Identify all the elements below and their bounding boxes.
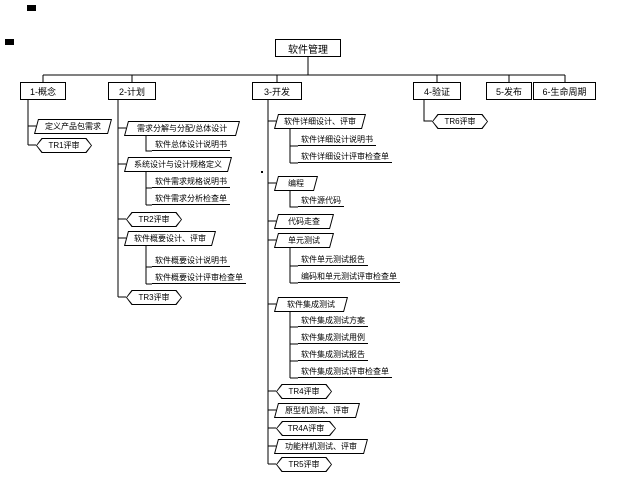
activity-system-design-spec-definition: 系统设计与设计规格定义: [123, 157, 233, 172]
doc-detailed-design-spec: 软件详细设计说明书: [298, 135, 376, 146]
doc-unit-test-report: 软件单元测试报告: [298, 255, 368, 266]
phase-plan: 2-计划: [108, 82, 156, 100]
doc-integration-test-checklist: 软件集成测试评审检查单: [298, 367, 392, 378]
review-tr4: TR4评审: [276, 384, 332, 399]
doc-preliminary-design-spec: 软件概要设计说明书: [152, 256, 230, 267]
doc-preliminary-design-checklist: 软件概要设计评审检查单: [152, 273, 246, 284]
plan-branch-connectors: [117, 100, 152, 298]
doc-detailed-design-checklist: 软件详细设计评审检查单: [298, 152, 392, 163]
activity-unit-test: 单元测试: [273, 233, 335, 248]
activity-coding: 编程: [273, 176, 319, 191]
phase-lifecycle: 6-生命周期: [533, 82, 596, 100]
dev-branch-connectors: [267, 100, 298, 465]
activity-integration-test: 软件集成测试: [273, 297, 349, 312]
activity-detailed-design-review: 软件详细设计、评审: [273, 114, 367, 129]
doc-source-code: 软件源代码: [298, 196, 344, 207]
doc-integration-test-case: 软件集成测试用例: [298, 333, 368, 344]
root-connectors: [42, 57, 566, 82]
verify-branch-connectors: [423, 100, 432, 122]
artifact-mark-top: [27, 5, 36, 11]
root-node: 软件管理: [275, 39, 341, 57]
phase-verify: 4-验证: [413, 82, 461, 100]
doc-integration-test-plan: 软件集成测试方案: [298, 316, 368, 327]
activity-define-package-requirements: 定义产品包需求: [33, 119, 113, 134]
concept-branch-connectors: [27, 100, 36, 146]
doc-requirement-analysis-checklist: 软件需求分析检查单: [152, 194, 230, 205]
review-tr3: TR3评审: [126, 290, 182, 305]
phase-release: 5-发布: [486, 82, 532, 100]
doc-coding-unit-test-checklist: 编码和单元测试评审检查单: [298, 272, 400, 283]
artifact-dot: [261, 171, 263, 173]
doc-requirement-spec: 软件需求规格说明书: [152, 177, 230, 188]
artifact-mark-left: [5, 39, 14, 45]
review-tr2: TR2评审: [126, 212, 182, 227]
activity-prototype-test-review: 原型机测试、评审: [273, 403, 361, 418]
review-tr1: TR1评审: [36, 138, 92, 153]
activity-requirement-decomposition: 需求分解与分配/总体设计: [123, 121, 241, 136]
doc-overall-design-spec: 软件总体设计说明书: [152, 140, 230, 151]
review-tr5: TR5评审: [276, 457, 332, 472]
phase-concept: 1-概念: [20, 82, 66, 100]
doc-integration-test-report: 软件集成测试报告: [298, 350, 368, 361]
review-tr4a: TR4A评审: [276, 421, 336, 436]
activity-functional-prototype-test-review: 功能样机测试、评审: [273, 439, 369, 454]
phase-dev: 3-开发: [252, 82, 302, 100]
review-tr6: TR6评审: [432, 114, 488, 129]
activity-preliminary-design-review: 软件概要设计、评审: [123, 231, 217, 246]
activity-code-walkthrough: 代码走查: [273, 214, 335, 229]
